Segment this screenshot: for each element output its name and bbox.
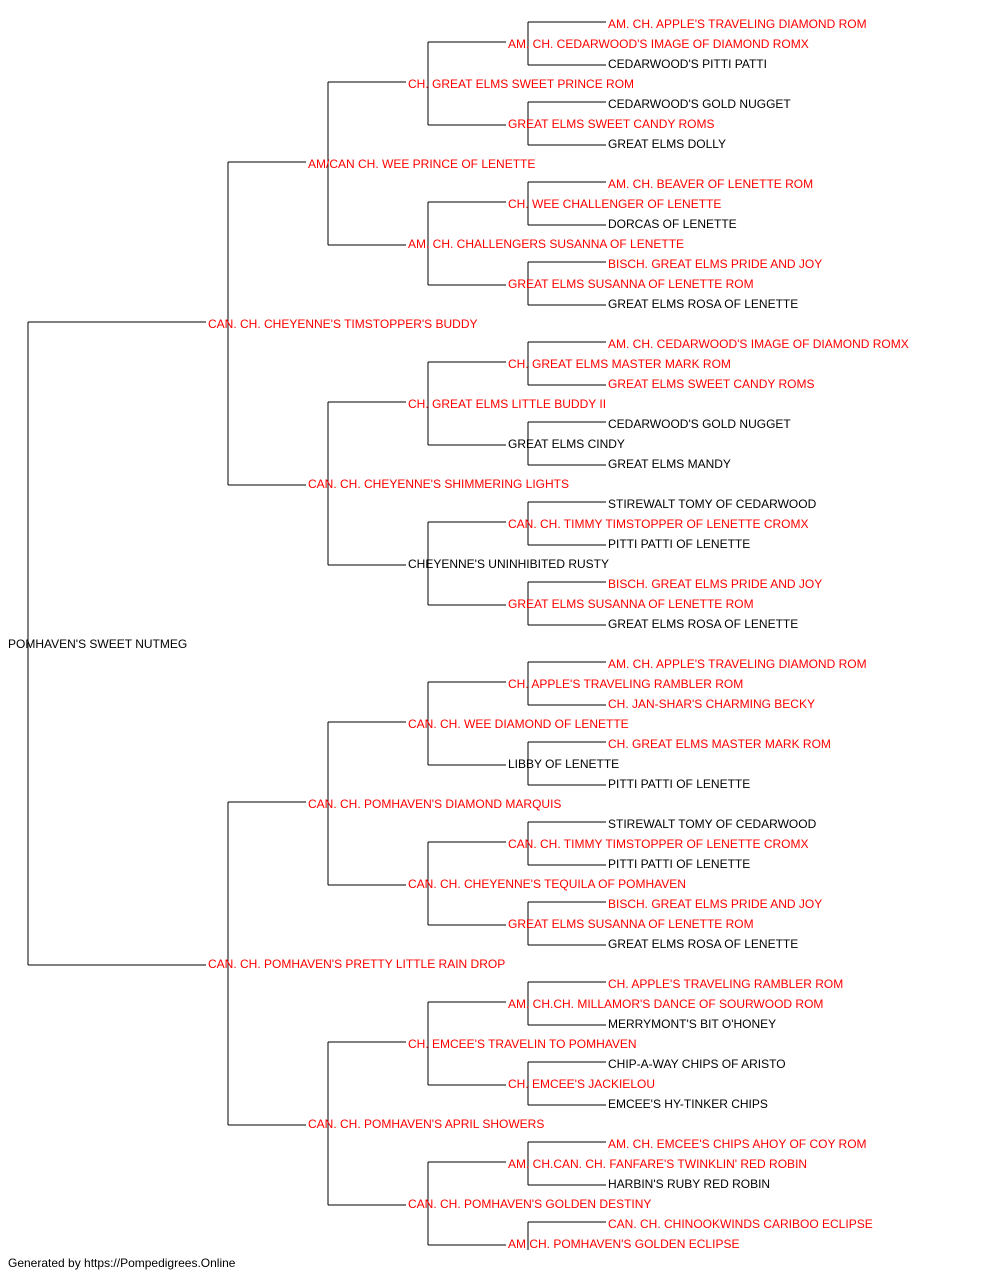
ancestor-gen5-slot25[interactable]: MERRYMONT'S BIT O'HONEY [608,1017,776,1031]
ancestor-gen4-slot3[interactable]: GREAT ELMS SUSANNA OF LENETTE ROM [508,277,754,291]
ancestor-gen4-slot9[interactable]: LIBBY OF LENETTE [508,757,619,771]
ancestor-gen5-slot14[interactable]: BISCH. GREAT ELMS PRIDE AND JOY [608,577,822,591]
ancestor-gen5-slot21[interactable]: PITTI PATTI OF LENETTE [608,857,750,871]
ancestor-gen4-slot7[interactable]: GREAT ELMS SUSANNA OF LENETTE ROM [508,597,754,611]
ancestor-gen4-slot4[interactable]: CH. GREAT ELMS MASTER MARK ROM [508,357,731,371]
ancestor-gen4-slot11[interactable]: GREAT ELMS SUSANNA OF LENETTE ROM [508,917,754,931]
ancestor-gen5-slot15[interactable]: GREAT ELMS ROSA OF LENETTE [608,617,798,631]
ancestor-gen3-slot3[interactable]: CHEYENNE'S UNINHIBITED RUSTY [408,557,609,571]
ancestor-gen4-slot6[interactable]: CAN. CH. TIMMY TIMSTOPPER OF LENETTE CRO… [508,517,808,531]
ancestor-gen5-slot30[interactable]: CAN. CH. CHINOOKWINDS CARIBOO ECLIPSE [608,1217,873,1231]
ancestor-gen5-slot11[interactable]: GREAT ELMS MANDY [608,457,731,471]
subject-dog-name[interactable]: POMHAVEN'S SWEET NUTMEG [8,637,187,651]
ancestor-gen5-slot12[interactable]: STIREWALT TOMY OF CEDARWOOD [608,497,817,511]
ancestor-gen5-slot22[interactable]: BISCH. GREAT ELMS PRIDE AND JOY [608,897,822,911]
ancestor-gen5-slot7[interactable]: GREAT ELMS ROSA OF LENETTE [608,297,798,311]
ancestor-gen4-slot8[interactable]: CH. APPLE'S TRAVELING RAMBLER ROM [508,677,743,691]
ancestor-gen5-slot19[interactable]: PITTI PATTI OF LENETTE [608,777,750,791]
ancestor-gen4-slot15[interactable]: AM CH. POMHAVEN'S GOLDEN ECLIPSE [508,1237,739,1250]
ancestor-gen5-slot16[interactable]: AM. CH. APPLE'S TRAVELING DIAMOND ROM [608,657,867,671]
ancestor-gen5-slot0[interactable]: AM. CH. APPLE'S TRAVELING DIAMOND ROM [608,17,867,31]
ancestor-gen5-slot17[interactable]: CH. JAN-SHAR'S CHARMING BECKY [608,697,815,711]
ancestor-gen2-slot0[interactable]: AM/CAN CH. WEE PRINCE OF LENETTE [308,157,535,171]
ancestor-gen5-slot8[interactable]: AM. CH. CEDARWOOD'S IMAGE OF DIAMOND ROM… [608,337,909,351]
ancestor-gen4-slot14[interactable]: AM. CH.CAN. CH. FANFARE'S TWINKLIN' RED … [508,1157,807,1171]
ancestor-gen5-slot28[interactable]: AM. CH. EMCEE'S CHIPS AHOY OF COY ROM [608,1137,867,1151]
ancestor-gen3-slot6[interactable]: CH. EMCEE'S TRAVELIN TO POMHAVEN [408,1037,637,1051]
ancestor-gen3-slot0[interactable]: CH. GREAT ELMS SWEET PRINCE ROM [408,77,634,91]
ancestor-gen5-slot20[interactable]: STIREWALT TOMY OF CEDARWOOD [608,817,817,831]
ancestor-gen5-slot13[interactable]: PITTI PATTI OF LENETTE [608,537,750,551]
ancestor-gen2-slot1[interactable]: CAN. CH. CHEYENNE'S SHIMMERING LIGHTS [308,477,569,491]
ancestor-gen5-slot29[interactable]: HARBIN'S RUBY RED ROBIN [608,1177,770,1191]
ancestor-gen2-slot3[interactable]: CAN. CH. POMHAVEN'S APRIL SHOWERS [308,1117,544,1131]
ancestor-gen5-slot4[interactable]: AM. CH. BEAVER OF LENETTE ROM [608,177,813,191]
ancestor-gen5-slot23[interactable]: GREAT ELMS ROSA OF LENETTE [608,937,798,951]
ancestor-gen5-slot9[interactable]: GREAT ELMS SWEET CANDY ROMS [608,377,814,391]
ancestor-gen3-slot5[interactable]: CAN. CH. CHEYENNE'S TEQUILA OF POMHAVEN [408,877,686,891]
ancestor-gen4-slot12[interactable]: AM. CH.CH. MILLAMOR'S DANCE OF SOURWOOD … [508,997,823,1011]
ancestor-gen4-slot0[interactable]: AM. CH. CEDARWOOD'S IMAGE OF DIAMOND ROM… [508,37,809,51]
ancestor-gen5-slot10[interactable]: CEDARWOOD'S GOLD NUGGET [608,417,791,431]
ancestor-gen3-slot1[interactable]: AM. CH. CHALLENGERS SUSANNA OF LENETTE [408,237,684,251]
ancestor-gen5-slot24[interactable]: CH. APPLE'S TRAVELING RAMBLER ROM [608,977,843,991]
pedigree-chart: POMHAVEN'S SWEET NUTMEG CAN. CH. CHEYENNE… [8,17,909,1250]
ancestor-gen5-slot1[interactable]: CEDARWOOD'S PITTI PATTI [608,57,767,71]
ancestor-gen5-slot27[interactable]: EMCEE'S HY-TINKER CHIPS [608,1097,768,1111]
ancestor-gen1-slot1[interactable]: CAN. CH. POMHAVEN'S PRETTY LITTLE RAIN D… [208,957,505,971]
ancestor-gen5-slot26[interactable]: CHIP-A-WAY CHIPS OF ARISTO [608,1057,786,1071]
ancestor-gen4-slot5[interactable]: GREAT ELMS CINDY [508,437,625,451]
ancestor-gen3-slot4[interactable]: CAN. CH. WEE DIAMOND OF LENETTE [408,717,629,731]
footer-credit: Generated by https://Pompedigrees.Online [8,1256,236,1270]
ancestor-gen3-slot7[interactable]: CAN. CH. POMHAVEN'S GOLDEN DESTINY [408,1197,651,1211]
ancestor-gen4-slot1[interactable]: GREAT ELMS SWEET CANDY ROMS [508,117,714,131]
ancestor-gen5-slot2[interactable]: CEDARWOOD'S GOLD NUGGET [608,97,791,111]
ancestor-gen4-slot2[interactable]: CH. WEE CHALLENGER OF LENETTE [508,197,721,211]
ancestor-gen5-slot3[interactable]: GREAT ELMS DOLLY [608,137,726,151]
ancestor-gen5-slot18[interactable]: CH. GREAT ELMS MASTER MARK ROM [608,737,831,751]
ancestor-gen5-slot5[interactable]: DORCAS OF LENETTE [608,217,737,231]
ancestor-gen1-slot0[interactable]: CAN. CH. CHEYENNE'S TIMSTOPPER'S BUDDY [208,317,478,331]
ancestor-gen4-slot10[interactable]: CAN. CH. TIMMY TIMSTOPPER OF LENETTE CRO… [508,837,808,851]
ancestor-gen2-slot2[interactable]: CAN. CH. POMHAVEN'S DIAMOND MARQUIS [308,797,561,811]
ancestor-gen3-slot2[interactable]: CH. GREAT ELMS LITTLE BUDDY II [408,397,606,411]
ancestor-gen5-slot6[interactable]: BISCH. GREAT ELMS PRIDE AND JOY [608,257,822,271]
ancestor-gen4-slot13[interactable]: CH. EMCEE'S JACKIELOU [508,1077,655,1091]
